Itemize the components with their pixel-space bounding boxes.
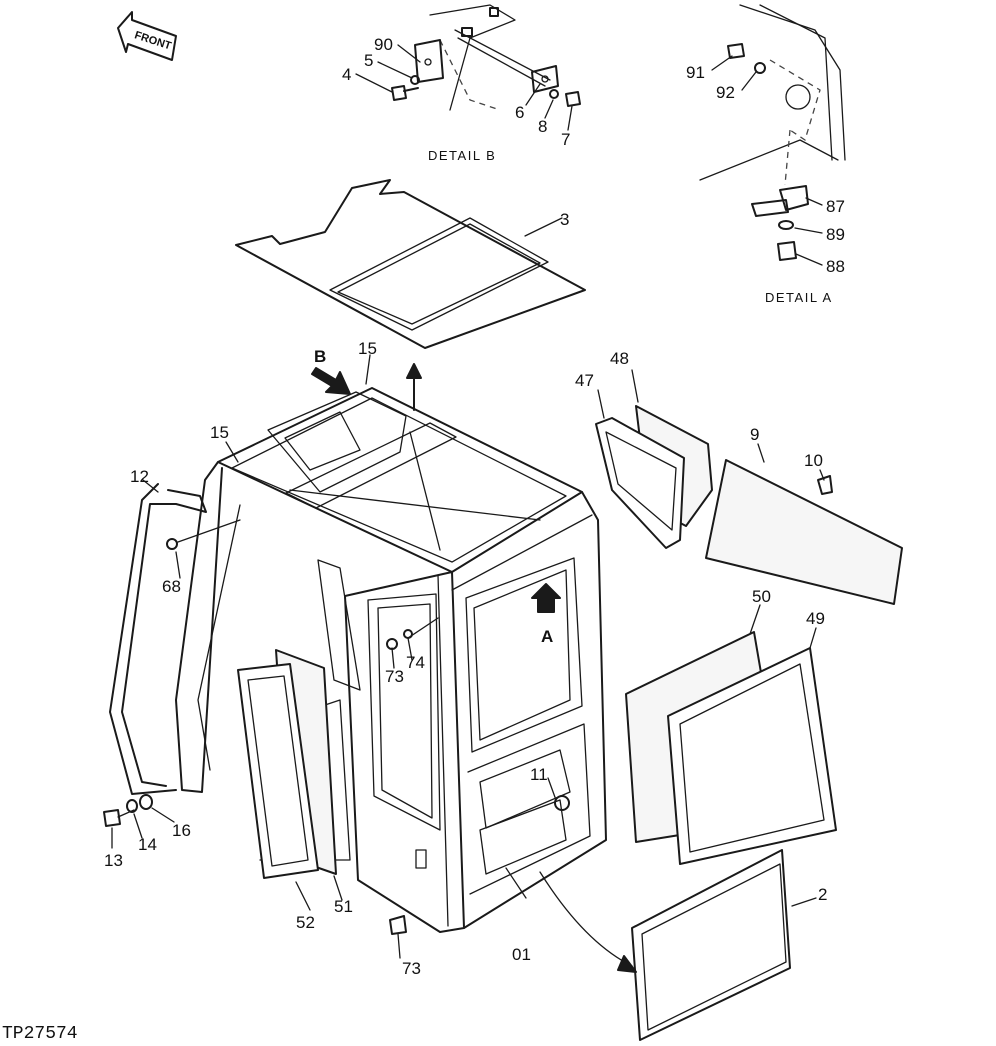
- callout-73-bottom: 73: [402, 959, 421, 978]
- callout-12: 12: [130, 467, 149, 486]
- detail-b-title: DETAIL B: [428, 148, 496, 163]
- callout-90: 90: [374, 35, 393, 54]
- callout-52: 52: [296, 913, 315, 932]
- callout-74: 74: [406, 653, 425, 672]
- callout-50: 50: [752, 587, 771, 606]
- callout-49: 49: [806, 609, 825, 628]
- callout-6: 6: [515, 103, 524, 122]
- view-arrow-a: A: [541, 627, 553, 646]
- left-window-set: 52 51: [237, 649, 353, 932]
- callout-68: 68: [162, 577, 181, 596]
- callout-13: 13: [104, 851, 123, 870]
- callout-92: 92: [716, 83, 735, 102]
- callout-47: 47: [575, 371, 594, 390]
- callout-9: 9: [750, 425, 759, 444]
- callout-7: 7: [561, 130, 570, 149]
- callout-48: 48: [610, 349, 629, 368]
- callout-8: 8: [538, 117, 547, 136]
- callout-51: 51: [334, 897, 353, 916]
- detail-a-title: DETAIL A: [765, 290, 833, 305]
- callout-89: 89: [826, 225, 845, 244]
- callout-15-top: 15: [358, 339, 377, 358]
- floor-mat-panel: 2: [539, 849, 827, 1041]
- view-arrow-b: B: [314, 347, 326, 366]
- callout-91: 91: [686, 63, 705, 82]
- small-window-set: 47 48: [575, 349, 713, 549]
- callout-4: 4: [342, 65, 351, 84]
- callout-73-door: 73: [385, 667, 404, 686]
- detail-b-group: 90 5 4 6 8 7 DETAIL B: [342, 4, 581, 163]
- callout-16: 16: [172, 821, 191, 840]
- callout-14: 14: [138, 835, 157, 854]
- callout-11: 11: [530, 765, 548, 784]
- callout-87: 87: [826, 197, 845, 216]
- side-glass-panel: 9 10: [705, 425, 903, 605]
- roof-panel: 3: [235, 179, 586, 411]
- callout-5: 5: [364, 51, 373, 70]
- callout-3: 3: [560, 210, 569, 229]
- callout-88: 88: [826, 257, 845, 276]
- front-direction-arrow: FRONT: [117, 11, 177, 61]
- callout-10: 10: [804, 451, 823, 470]
- right-window-set: 50 49: [625, 587, 837, 865]
- detail-a-group: 91 92 87 89 88 DETAIL A: [686, 4, 846, 305]
- callout-15-left: 15: [210, 423, 229, 442]
- callout-2: 2: [818, 885, 827, 904]
- drawing-reference-code: TP27574: [2, 1024, 78, 1044]
- handrail: 12 68 13 14 16: [103, 467, 241, 870]
- callout-01: 01: [512, 945, 531, 964]
- cab-body: 15 15 01 11 73 74 73 B A: [175, 339, 607, 978]
